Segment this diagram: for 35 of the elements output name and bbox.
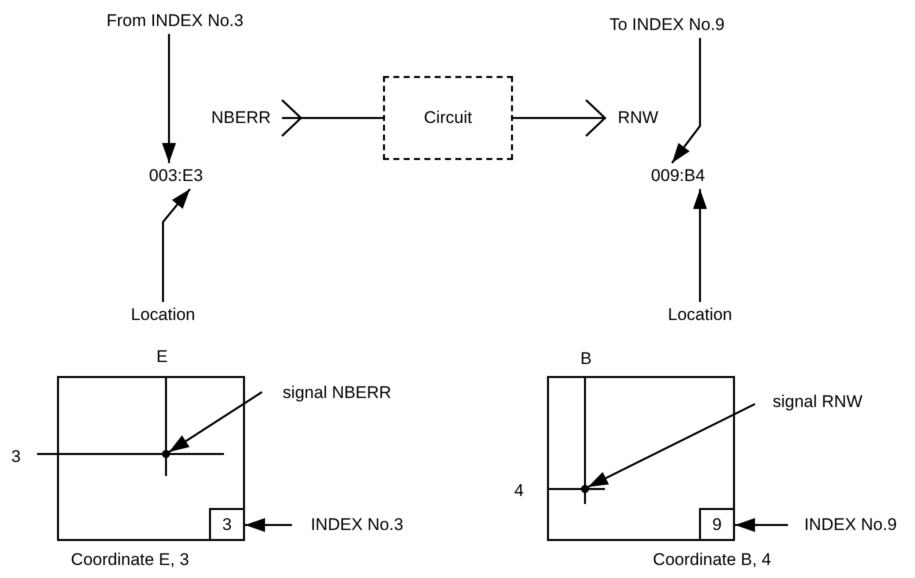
location-code: 009:B4 — [640, 163, 716, 189]
junction-dot — [162, 450, 170, 458]
arrow — [513, 99, 606, 137]
sheet-frame — [547, 376, 735, 541]
index-box: 9 — [699, 508, 735, 541]
arrow — [162, 34, 176, 163]
arrow — [281, 99, 383, 137]
index-label: INDEX No.9 — [788, 512, 913, 538]
sheet-frame — [57, 376, 245, 541]
caption-text: Coordinate B, 4 — [652, 550, 772, 570]
reference-label: To INDEX No.9 — [600, 12, 734, 38]
leader-line — [168, 391, 263, 453]
arrow — [671, 38, 701, 164]
reference-label: From INDEX No.3 — [108, 8, 242, 34]
grid-coordinate: 4 — [513, 481, 525, 501]
caption-text: Coordinate E, 3 — [70, 550, 190, 570]
junction-dot — [581, 485, 589, 493]
location-label: Location — [652, 302, 748, 328]
grid-coordinate: 3 — [10, 447, 22, 467]
grid-coordinate: E — [155, 347, 169, 367]
leader-line — [588, 403, 756, 488]
arrow — [162, 188, 191, 302]
arrow — [693, 189, 707, 302]
index-label: INDEX No.3 — [292, 512, 422, 538]
index-box: 3 — [209, 508, 245, 541]
leader-line — [245, 518, 292, 532]
grid-coordinate: B — [579, 349, 593, 369]
location-label: Location — [115, 302, 211, 328]
leader-line — [735, 518, 788, 532]
circuit-box: Circuit — [383, 76, 513, 160]
signal-label: signal NBERR — [262, 380, 412, 406]
location-code: 003:E3 — [140, 163, 212, 189]
signal-name: NBERR — [200, 105, 282, 131]
signal-label: signal RNW — [755, 389, 880, 415]
signal-name: RNW — [606, 105, 670, 131]
